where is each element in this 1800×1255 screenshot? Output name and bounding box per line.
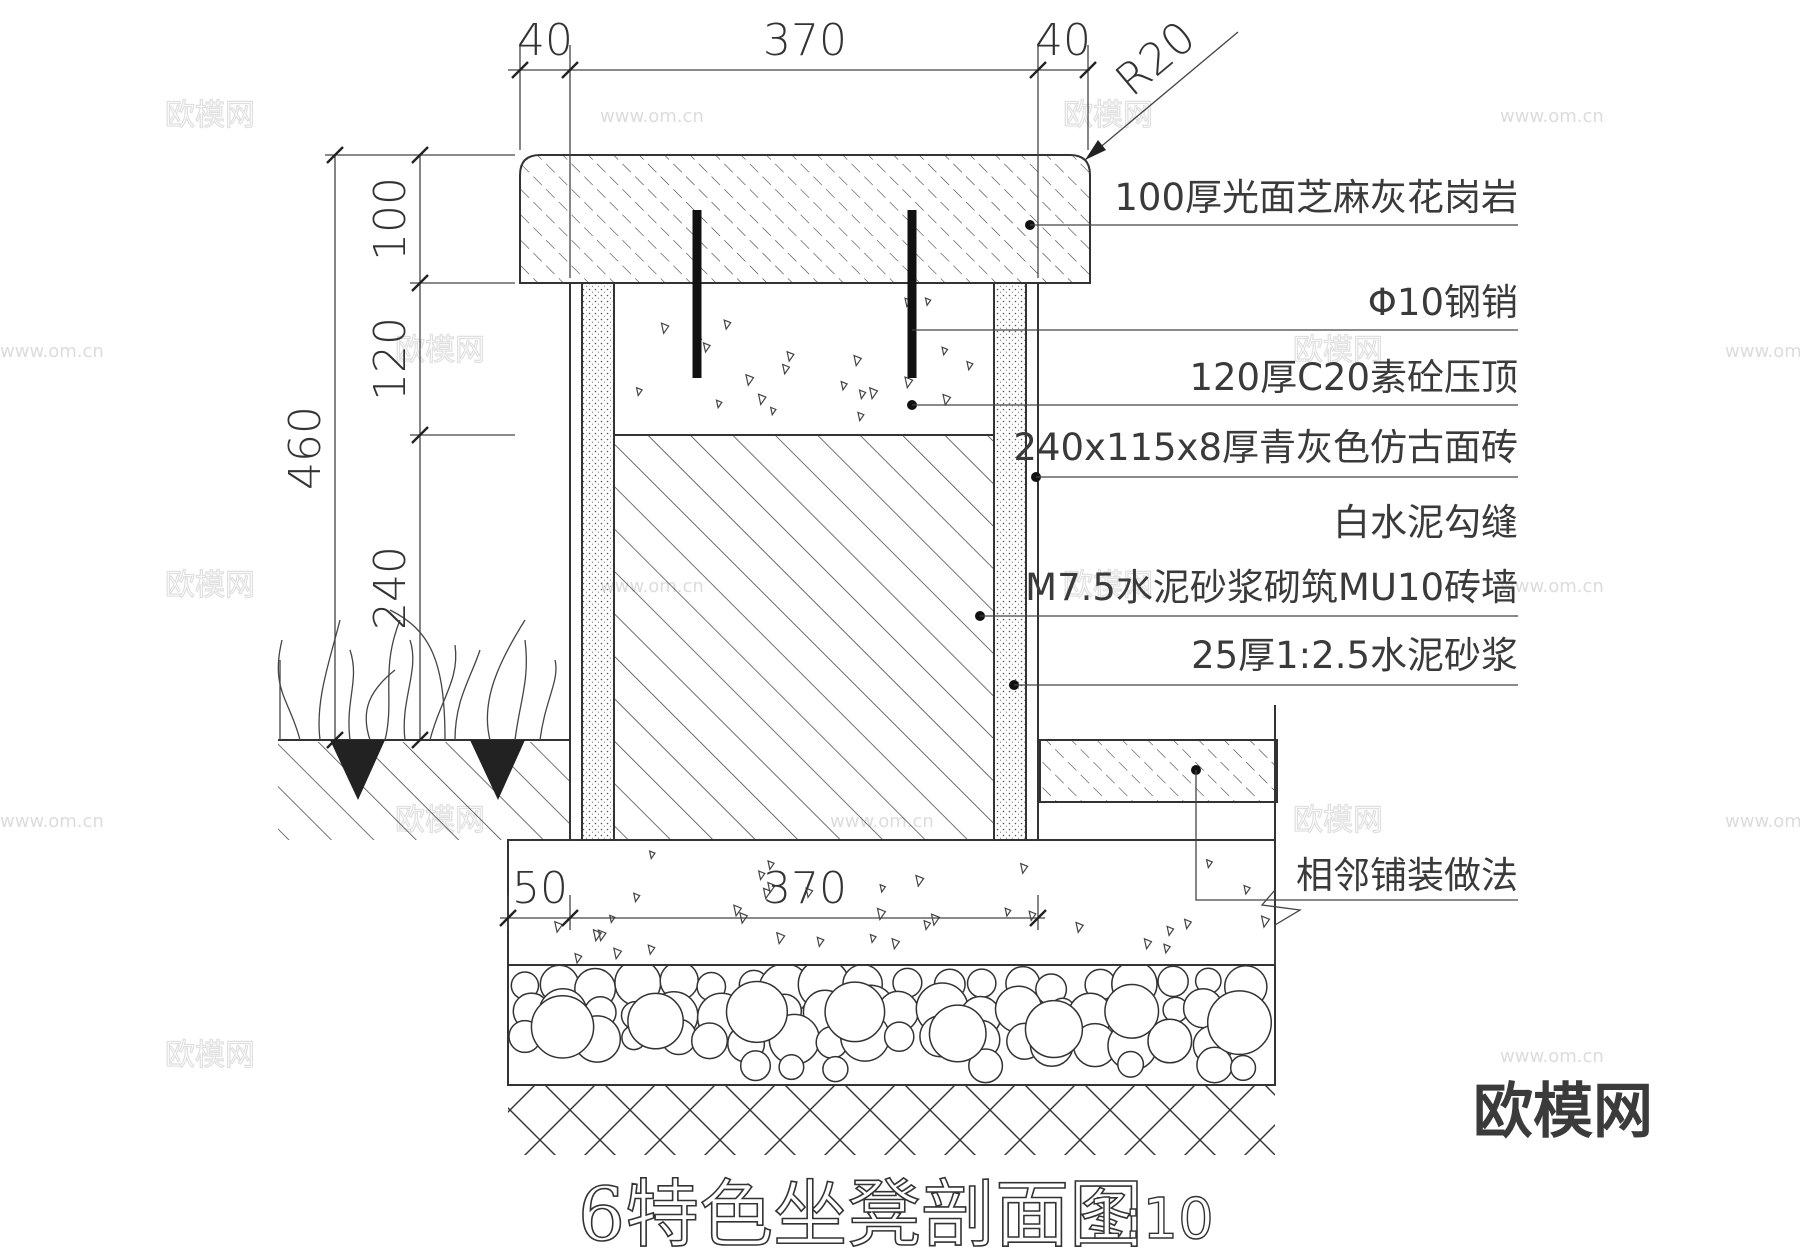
adjacent-paving <box>1039 705 1302 965</box>
callout-steel-pin: Φ10钢销 <box>1368 281 1518 324</box>
callout-granite: 100厚光面芝麻灰花岗岩 <box>1114 176 1518 219</box>
watermark-url: www.om.cn <box>0 341 104 362</box>
callout-cement-mortar: 25厚1:2.5水泥砂浆 <box>1191 634 1518 677</box>
dim-total-height: 460 <box>280 406 331 490</box>
watermark-text: 欧模网 <box>1293 803 1383 838</box>
watermark-text: 欧模网 <box>1063 568 1153 603</box>
watermark-text: 欧模网 <box>165 568 255 603</box>
dim-bottom-left: 50 <box>512 863 568 914</box>
watermark-text: 欧模网 <box>165 1038 255 1073</box>
site-logo: 欧模网 <box>1473 1077 1653 1147</box>
title-main: 6特色坐凳剖面图 <box>578 1172 1143 1255</box>
dim-top-middle: 370 <box>763 15 847 66</box>
dim-coping-height: 120 <box>365 317 416 401</box>
gravel-layer <box>507 958 1276 1086</box>
material-callouts: 100厚光面芝麻灰花岗岩 Φ10钢销 120厚C20素砼压顶 240x115x8… <box>907 176 1518 901</box>
watermark-url: www.om.cn <box>0 811 104 832</box>
watermark-url: www.om.cn <box>1500 576 1604 597</box>
watermark-text: 欧模网 <box>395 333 485 368</box>
watermark-url: www.om.cn <box>1725 341 1800 362</box>
watermark-url: www.om.cn <box>1500 1046 1604 1067</box>
dim-top-right: 40 <box>1035 15 1091 66</box>
bottom-dimension-chain: 50 370 <box>499 863 1047 930</box>
watermark-text: 欧模网 <box>165 98 255 133</box>
drawing-title: 6特色坐凳剖面图 1:10 <box>577 1171 1214 1255</box>
granite-cap <box>519 154 1091 378</box>
dim-radius: R20 <box>1106 12 1205 107</box>
callout-brick-wall: M7.5水泥砂浆砌筑MU10砖墙 <box>1025 566 1518 609</box>
concrete-base <box>507 839 1276 966</box>
left-dimension-chain: 460 100 120 240 <box>280 146 515 749</box>
dim-top-left: 40 <box>517 15 573 66</box>
callout-concrete-coping: 120厚C20素砼压顶 <box>1189 356 1518 399</box>
ground-left <box>277 609 570 840</box>
dim-wall-height: 240 <box>365 546 416 630</box>
bench-wall <box>569 282 1039 841</box>
compacted-soil <box>508 1085 1275 1155</box>
callout-adjacent-paving: 相邻铺装做法 <box>1296 854 1518 897</box>
watermark-url: www.om.cn <box>1725 811 1800 832</box>
callout-facing-tile: 240x115x8厚青灰色仿古面砖 <box>1013 426 1518 469</box>
dim-cap-height: 100 <box>365 177 416 261</box>
dim-bottom-middle: 370 <box>763 863 847 914</box>
watermark-text: 欧模网 <box>1293 333 1383 368</box>
title-scale: 1:10 <box>1088 1187 1214 1252</box>
callout-white-cement-joint: 白水泥勾缝 <box>1333 501 1518 544</box>
watermark-url: www.om.cn <box>1500 106 1604 127</box>
watermark-url: www.om.cn <box>600 106 704 127</box>
